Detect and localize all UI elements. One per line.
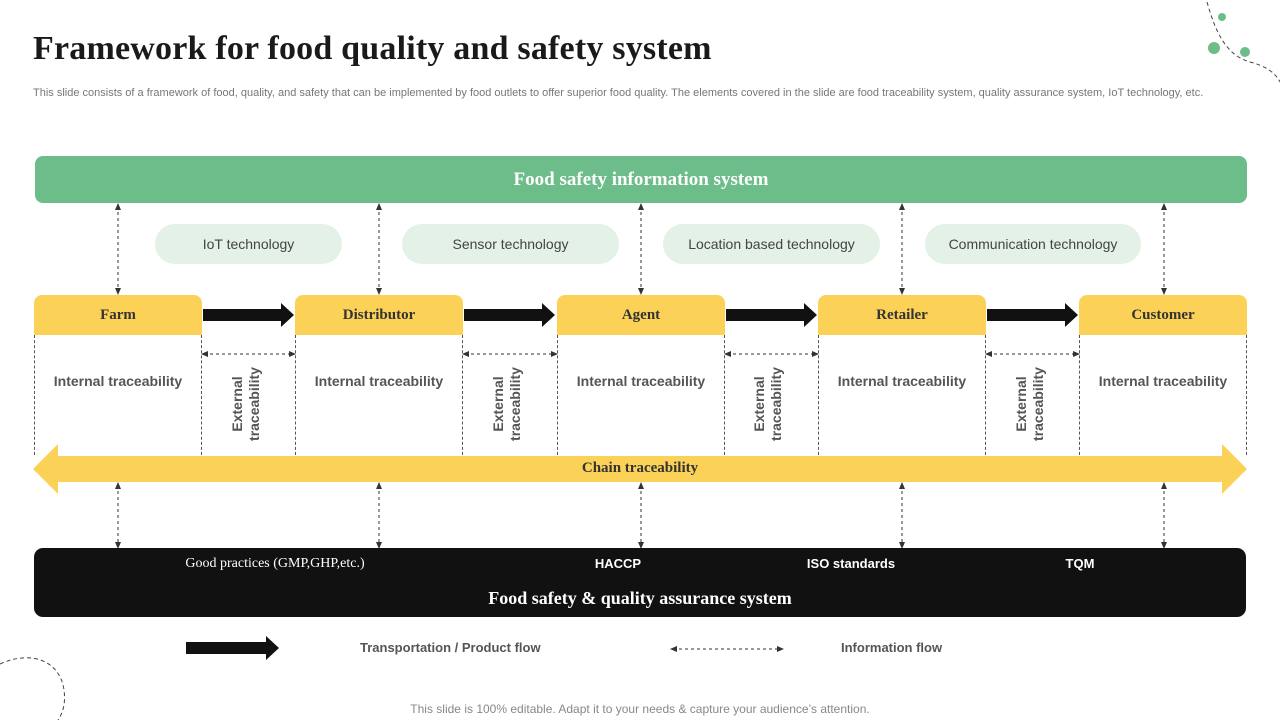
stage-header-retailer: Retailer <box>818 295 986 335</box>
page-subtitle: This slide consists of a framework of fo… <box>33 87 1204 99</box>
legend-product-flow-arrow <box>186 636 279 660</box>
stage-header-agent: Agent <box>557 295 725 335</box>
internal-traceability-retailer: Internal traceability <box>837 373 967 389</box>
internal-traceability-farm: Internal traceability <box>53 373 183 389</box>
food-safety-information-system-bar: Food safety information system <box>35 156 1247 203</box>
internal-traceability-agent: Internal traceability <box>576 373 706 389</box>
stage-body-customer <box>1079 335 1247 455</box>
info-flow-arrows-bottom <box>115 482 1167 549</box>
internal-traceability-distributor: Internal traceability <box>314 373 444 389</box>
stage-body-farm <box>34 335 202 455</box>
tech-pill-location: Location based technology <box>663 224 880 264</box>
tech-pill-iot: IoT technology <box>155 224 342 264</box>
decorative-curve-bottom-left <box>0 657 65 720</box>
quality-assurance-bar <box>34 548 1246 617</box>
stage-header-customer: Customer <box>1079 295 1247 335</box>
stage-header-farm: Farm <box>34 295 202 335</box>
tech-pill-communication: Communication technology <box>925 224 1141 264</box>
legend-info-flow-label: Information flow <box>841 640 943 655</box>
quality-assurance-title: Food safety & quality assurance system <box>488 588 792 608</box>
tech-pill-sensor: Sensor technology <box>402 224 619 264</box>
info-flow-arrows-top <box>115 203 1167 295</box>
qa-item-iso-standards: ISO standards <box>806 556 896 571</box>
qa-item-tqm: TQM <box>1065 556 1095 571</box>
internal-traceability-customer: Internal traceability <box>1098 373 1228 389</box>
qa-item-haccp: HACCP <box>594 556 642 571</box>
decorative-curve-top-right <box>1206 1 1280 83</box>
product-flow-arrows <box>203 303 1078 327</box>
qa-item-good-practices: Good practices (GMP,GHP,etc.) <box>185 556 365 571</box>
chain-traceability-label: Chain traceability <box>581 460 699 476</box>
footer-note: This slide is 100% editable. Adapt it to… <box>410 702 870 716</box>
stage-body-retailer <box>818 335 986 455</box>
legend-product-flow-label: Transportation / Product flow <box>360 640 541 655</box>
stage-body-distributor <box>295 335 463 455</box>
chain-traceability-arrow <box>33 444 1247 494</box>
stage-body-agent <box>557 335 725 455</box>
stage-header-distributor: Distributor <box>295 295 463 335</box>
page-title: Framework for food quality and safety sy… <box>33 30 712 67</box>
